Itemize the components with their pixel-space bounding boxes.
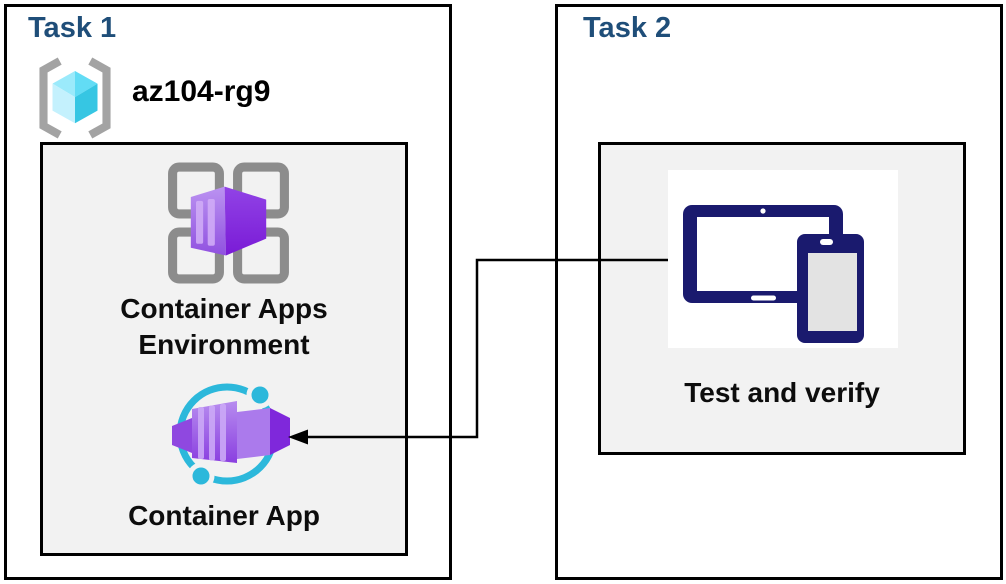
task1-title: Task 1	[28, 12, 117, 44]
resource-group-name: az104-rg9	[132, 75, 271, 108]
container-apps-environment-icon	[168, 162, 289, 284]
container-apps-environment-label: Container Apps Environment	[120, 293, 328, 360]
test-and-verify-label: Test and verify	[684, 377, 880, 408]
resource-group-header: az104-rg9	[30, 56, 410, 142]
container-app-label: Container App	[128, 500, 320, 531]
resource-group-icon	[39, 57, 111, 139]
task2-title: Task 2	[583, 12, 672, 44]
container-app-icon	[172, 381, 290, 490]
devices-card	[668, 170, 898, 348]
tablet-phone-devices-icon	[683, 205, 864, 343]
